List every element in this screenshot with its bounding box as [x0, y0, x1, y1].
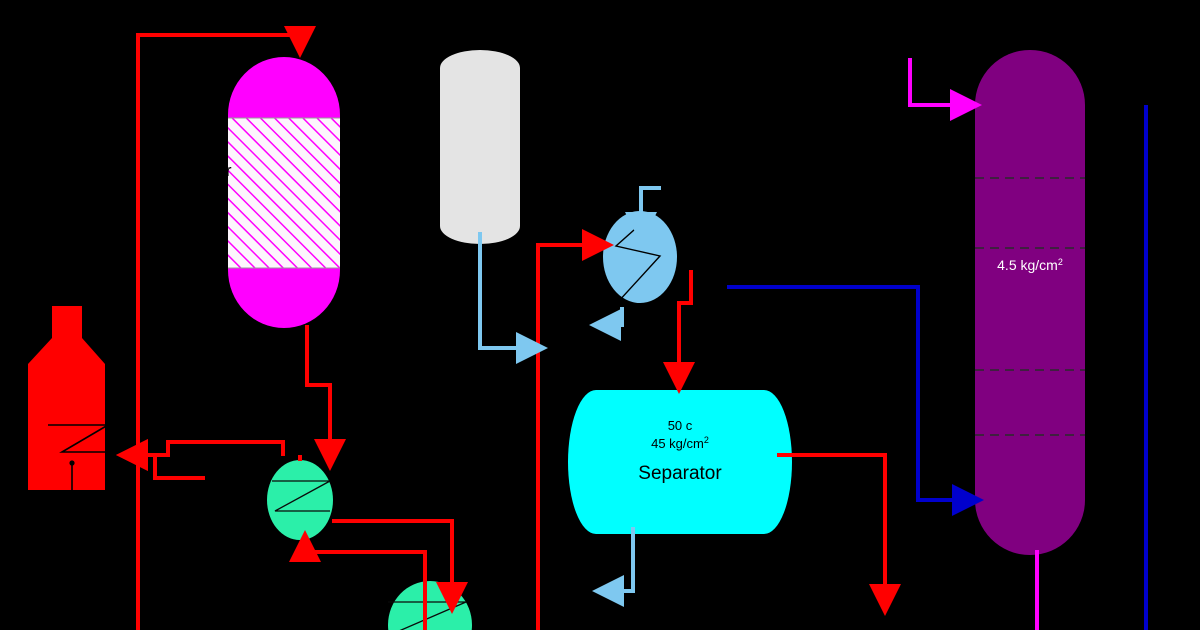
cooling-water-in-line[interactable] [625, 186, 661, 244]
cooler-to-separator-line[interactable] [663, 270, 695, 394]
separator-label: Separator [638, 463, 722, 484]
column-pressure-value: 4.5 kg/cm [997, 257, 1058, 273]
separator-pressure-value: 45 kg/cm [651, 436, 704, 451]
reactor-vessel[interactable]: Reactor [172, 57, 340, 328]
cooler-feed-line[interactable] [536, 229, 614, 630]
burner-icon [69, 460, 75, 466]
separator-vessel[interactable]: 50 c 45 kg/cm2 Separator [568, 390, 792, 534]
exchanger-1-shell [267, 460, 333, 540]
hot-piping [116, 26, 901, 630]
column-shell [975, 50, 1085, 555]
reactor-catalyst-bed [228, 118, 340, 268]
reactor-outlet-line[interactable] [305, 325, 346, 471]
separator-vapour-outlet-line[interactable] [592, 527, 635, 607]
distillation-column[interactable]: 4.5 kg/cm2 [975, 50, 1085, 555]
heat-exchanger-1[interactable] [267, 460, 333, 540]
reactor-label: Reactor [172, 161, 232, 180]
magenta-piping [908, 58, 1039, 630]
exchanger-1-to-exchanger-2-line[interactable] [332, 519, 468, 614]
cold-piping [478, 186, 661, 607]
separator-liquid-outlet-line[interactable] [777, 453, 901, 616]
cooler-shell [603, 211, 677, 303]
column-feed-line[interactable] [727, 285, 984, 516]
column-pressure-exponent: 2 [1058, 257, 1063, 267]
column-pressure: 4.5 kg/cm2 [997, 257, 1063, 273]
column-overhead-line[interactable] [908, 58, 982, 121]
separator-pressure: 45 kg/cm2 [651, 435, 709, 451]
cooling-water-out-line[interactable] [589, 307, 624, 341]
exchanger-1-coil [272, 480, 331, 512]
separator-temperature: 50 c [668, 418, 693, 433]
fired-heater[interactable] [28, 306, 111, 492]
exchanger-2-outlet-line[interactable] [289, 530, 427, 630]
reactor-feed-line[interactable] [136, 26, 316, 630]
separator-shell [568, 390, 792, 534]
separator-pressure-exponent: 2 [704, 435, 709, 445]
heater-recycle-line[interactable] [116, 439, 205, 480]
fired-heater-coil [48, 424, 111, 453]
surge-drum-shell [440, 50, 520, 244]
fired-heater-body [28, 306, 105, 490]
drum-outlet-line[interactable] [478, 232, 548, 364]
blue-piping [727, 105, 1148, 630]
surge-drum-vessel[interactable] [440, 50, 520, 244]
